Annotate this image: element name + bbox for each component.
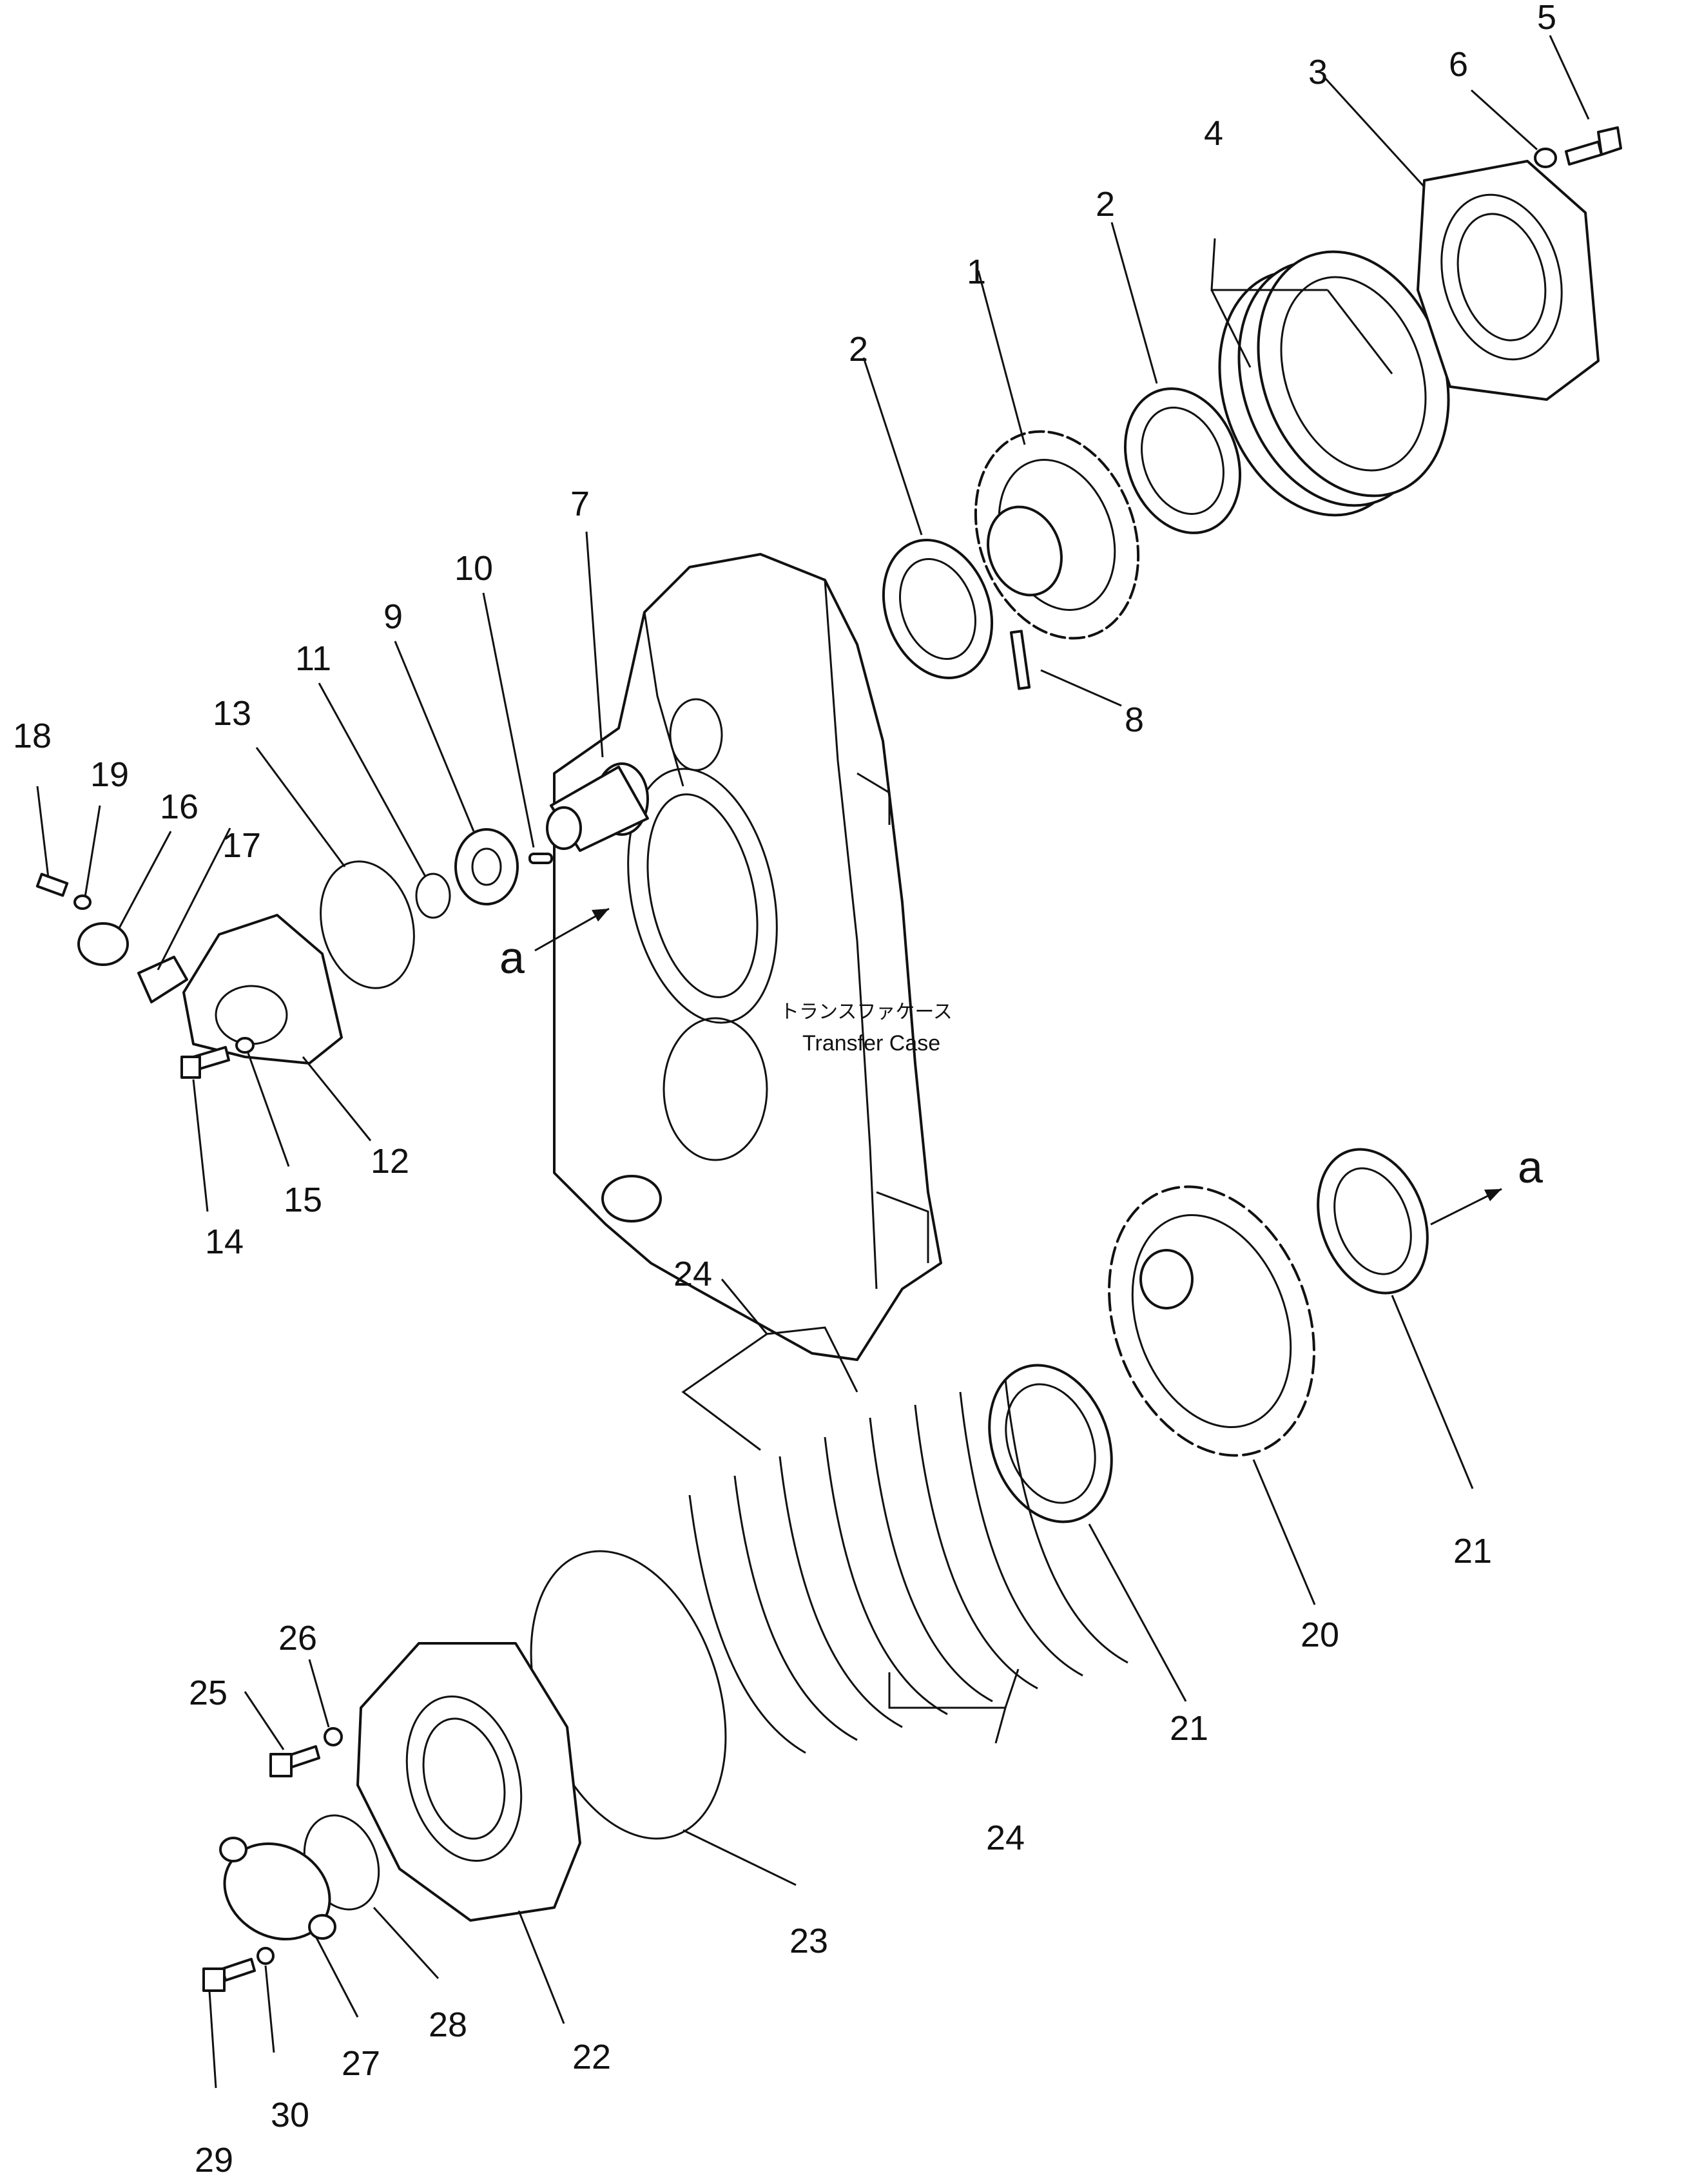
leader-lines: [36, 35, 1590, 2089]
part-number-20: 20: [1301, 1616, 1339, 1654]
part-number-12: 12: [371, 1142, 409, 1181]
part-number-9: 9: [383, 597, 403, 636]
part-number-15: 15: [284, 1181, 322, 1219]
shaft-7: [546, 762, 649, 852]
part-number-8: 8: [1125, 701, 1144, 739]
part-number-21-upper: 21: [1453, 1532, 1492, 1570]
pin-8: [1009, 630, 1031, 690]
caption-japanese: トランスファケース: [780, 1001, 953, 1023]
part-number-27: 27: [342, 2044, 380, 2083]
bolt-14: [180, 1046, 230, 1079]
bearing-2-left: [882, 539, 994, 679]
part-number-22: 22: [572, 2038, 611, 2076]
part-number-28: 28: [429, 2005, 467, 2044]
part-number-25: 25: [189, 1674, 227, 1712]
washer-15: [235, 1037, 255, 1054]
bolt-29: [202, 1958, 256, 1992]
part-number-14: 14: [205, 1222, 244, 1261]
washer-6: [1534, 148, 1557, 168]
shims-24: [688, 1378, 1128, 1754]
part-number-11: 11: [295, 639, 331, 678]
bearing-21-lower: [988, 1364, 1113, 1523]
view-arrow-left: a: [499, 907, 610, 983]
part-number-23: 23: [789, 1922, 828, 1960]
washer-30: [256, 1947, 275, 1965]
gear-20: [1108, 1185, 1315, 1457]
part-number-30: 30: [271, 2096, 309, 2134]
caption-english: Transfer Case: [802, 1031, 940, 1056]
gasket-17: [137, 956, 188, 1003]
part-number-29: 29: [195, 2141, 233, 2179]
part-number-26: 26: [278, 1619, 317, 1657]
bearing-2-right: [1123, 387, 1242, 534]
cover-12: [182, 914, 343, 1065]
snap-ring-11: [415, 873, 451, 919]
bearing-9: [454, 828, 519, 905]
part-number-21-lower: 21: [1170, 1709, 1208, 1748]
part-number-3: 3: [1308, 53, 1328, 92]
washer-19: [73, 894, 92, 910]
part-number-1: 1: [967, 253, 986, 291]
bolt-5: [1565, 126, 1622, 166]
part-number-4: 4: [1204, 114, 1223, 153]
o-ring-13: [320, 860, 415, 989]
bolt-18: [35, 873, 69, 897]
part-number-2-right: 2: [1096, 185, 1115, 224]
part-number-6: 6: [1449, 45, 1468, 84]
cover-3: [1417, 160, 1600, 401]
part-number-24-upper: 24: [673, 1255, 712, 1293]
part-number-24-lower: 24: [986, 1819, 1025, 1857]
part-number-10: 10: [454, 549, 493, 588]
cap-16: [77, 922, 129, 966]
part-number-5: 5: [1537, 0, 1556, 37]
bolt-25: [269, 1745, 320, 1777]
part-number-7: 7: [570, 485, 590, 523]
part-number-16: 16: [160, 788, 198, 826]
gear-1: [974, 430, 1140, 640]
part-number-labels: 1 2 2 3 4 5 6 7 8 9 10 11 12 13 14 15 16…: [13, 0, 1556, 2179]
part-number-19: 19: [90, 755, 129, 794]
view-arrow-right: a: [1430, 1142, 1543, 1226]
view-marker-right: a: [1518, 1142, 1543, 1192]
cover-22: [356, 1642, 581, 1922]
part-number-13: 13: [213, 694, 251, 733]
transfer-case-housing: [553, 553, 942, 1361]
part-number-18: 18: [13, 717, 52, 755]
shims-4: [1218, 250, 1450, 517]
view-marker-left: a: [499, 933, 525, 983]
part-number-17: 17: [222, 826, 261, 865]
pin-10: [528, 853, 553, 864]
cover-27: [219, 1837, 336, 1941]
bearing-21-upper: [1317, 1148, 1429, 1295]
part-number-2-left: 2: [849, 330, 868, 369]
washer-26: [324, 1727, 343, 1746]
